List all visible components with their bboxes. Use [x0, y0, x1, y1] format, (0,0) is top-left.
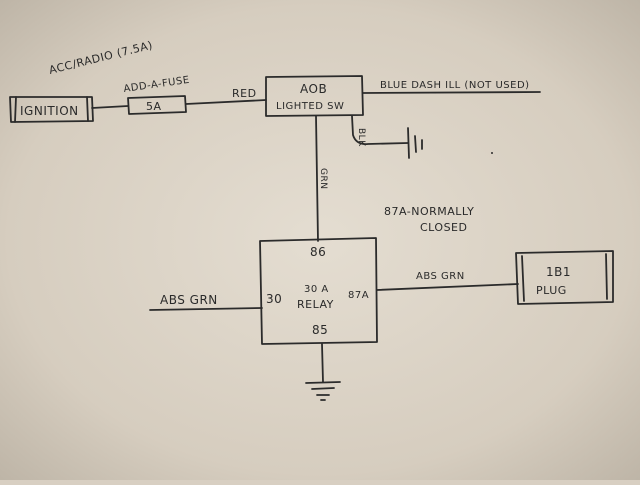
relay-ground-wire: [321, 343, 324, 383]
red-wire-label: RED: [232, 87, 257, 100]
red-wire: [185, 99, 267, 105]
note-line-2: CLOSED: [420, 221, 467, 234]
1b1-plug: 1B1 PLUG: [515, 250, 614, 305]
fuse-symbol: 5A: [127, 95, 187, 115]
chassis-ground-icon: [407, 127, 423, 159]
plug-label-2: PLUG: [536, 284, 567, 297]
relay-pin-87a: 87A: [348, 290, 369, 301]
blue-dash-wire: [362, 91, 541, 94]
ignition-to-fuse-wire: [91, 105, 129, 109]
abs-grn-left-label: ABS GRN: [160, 293, 218, 307]
grn-wire: [315, 115, 319, 242]
relay-rating-label: 30 A: [304, 284, 329, 295]
lighted-sw-label: LIGHTED SW: [276, 101, 344, 112]
relay-pin-30: 30: [266, 292, 282, 306]
note-line-1: 87A-NORMALLY: [384, 205, 474, 218]
plug-label-1: 1B1: [546, 265, 571, 279]
aob-label: AOB: [300, 82, 327, 96]
relay-pin-86: 86: [310, 245, 326, 259]
blk-wire: [351, 115, 409, 145]
abs-grn-left-wire: [149, 307, 263, 311]
aob-lighted-switch: AOB LIGHTED SW: [265, 75, 364, 117]
blk-wire-label: BLK: [356, 128, 366, 147]
abs-grn-right-label: ABS GRN: [416, 271, 465, 282]
ground-icon: [305, 381, 341, 401]
ignition-box: IGNITION: [9, 96, 94, 123]
relay-label: RELAY: [297, 298, 334, 311]
ignition-label: IGNITION: [20, 104, 79, 118]
blue-dash-label: BLUE DASH ILL (NOT USED): [380, 80, 530, 91]
pencil-mark: [491, 152, 493, 154]
abs-grn-right-wire: [376, 283, 519, 291]
grn-wire-label: GRN: [318, 168, 328, 189]
fuse-rating-label: 5A: [146, 100, 162, 113]
relay-pin-85: 85: [312, 323, 328, 337]
relay-box: 86 30 87A 30 A RELAY 85: [259, 237, 378, 345]
